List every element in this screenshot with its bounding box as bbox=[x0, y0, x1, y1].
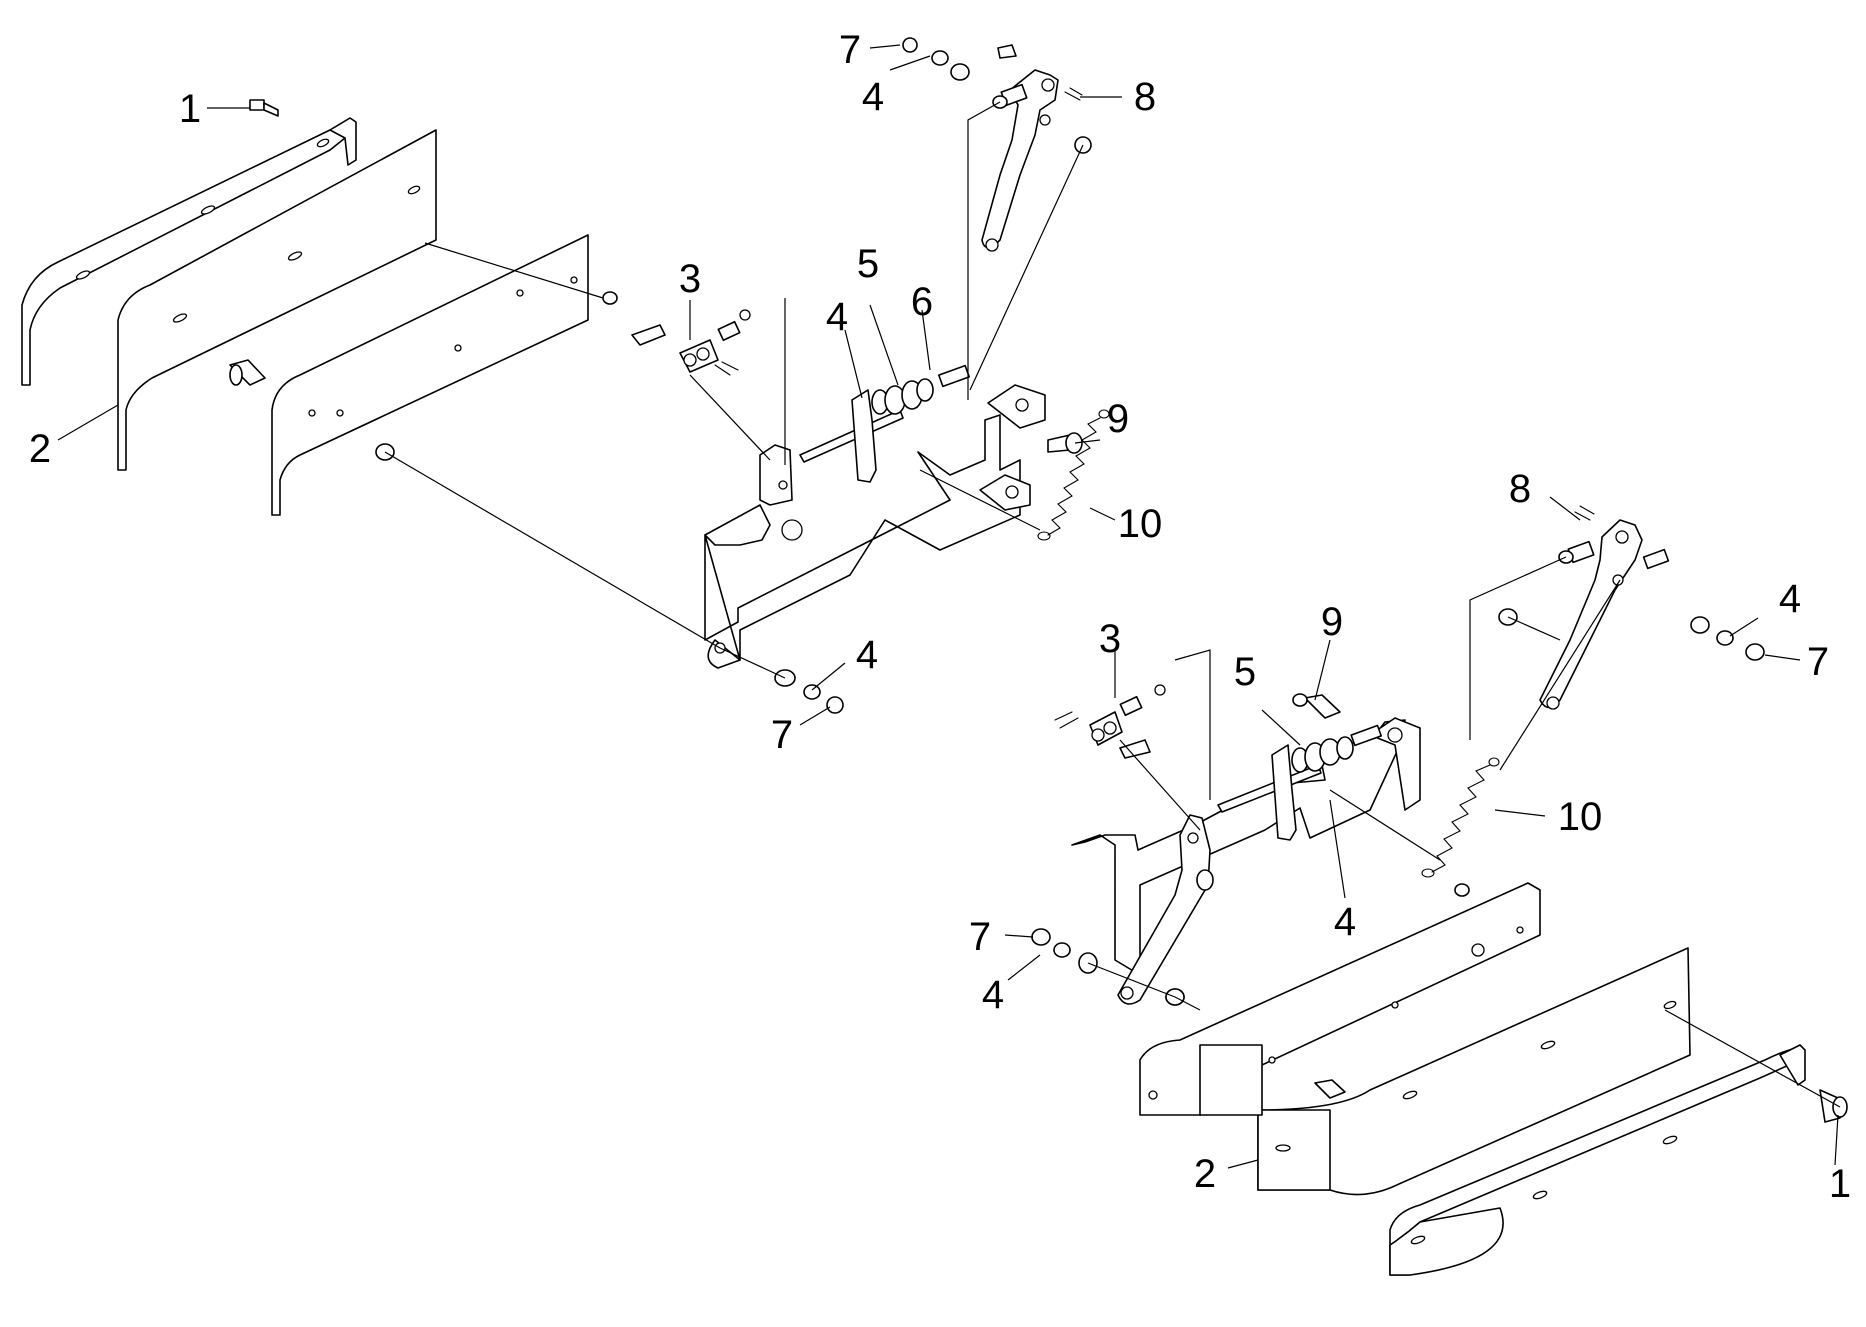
right-inner-plate bbox=[1139, 882, 1541, 1116]
callout-left-9: 9 bbox=[1107, 397, 1129, 441]
callout-left-4-top: 4 bbox=[862, 75, 884, 119]
callout-left-2: 2 bbox=[29, 427, 51, 471]
left-inner-plate bbox=[271, 234, 589, 516]
callout-left-1: 1 bbox=[179, 87, 201, 131]
right-guide-lines bbox=[1087, 556, 1841, 1108]
right-long-plate bbox=[1257, 947, 1691, 1196]
callout-labels: 1 2 3 4 5 6 7 4 8 9 10 4 7 8 4 7 3 9 5 1… bbox=[29, 28, 1851, 1206]
callout-left-10: 10 bbox=[1118, 502, 1163, 546]
callout-right-7-lower: 7 bbox=[969, 915, 991, 959]
left-long-plate bbox=[117, 129, 437, 471]
left-hardware bbox=[229, 37, 1017, 714]
left-upper-arm bbox=[981, 69, 1092, 252]
right-rod-assembly bbox=[1217, 724, 1383, 841]
right-outer-shield bbox=[1389, 1044, 1806, 1276]
left-clevis bbox=[631, 309, 751, 376]
left-outer-shield bbox=[21, 117, 357, 386]
callout-left-4-upper: 4 bbox=[826, 295, 848, 339]
callout-left-7-top: 7 bbox=[839, 28, 861, 72]
callout-right-2: 2 bbox=[1194, 1152, 1216, 1196]
left-main-bracket bbox=[704, 414, 1021, 669]
right-callout-leaders bbox=[1004, 496, 1839, 1169]
callout-right-3: 3 bbox=[1099, 617, 1121, 661]
callout-left-4-bottom: 4 bbox=[856, 633, 878, 677]
right-spring bbox=[1421, 757, 1500, 878]
callout-right-5: 5 bbox=[1234, 650, 1256, 694]
right-upper-arm bbox=[1539, 505, 1670, 710]
left-rod-assembly bbox=[799, 364, 971, 483]
callout-right-4-middle: 4 bbox=[1334, 900, 1356, 944]
left-callout-leaders bbox=[57, 44, 1122, 726]
callout-left-7-bottom: 7 bbox=[771, 713, 793, 757]
left-spring bbox=[1037, 409, 1110, 541]
left-guide-lines bbox=[384, 101, 1084, 679]
callout-right-10: 10 bbox=[1558, 795, 1603, 839]
callout-right-1: 1 bbox=[1829, 1162, 1851, 1206]
right-hardware bbox=[1031, 608, 1848, 1123]
callout-right-7-upper: 7 bbox=[1807, 640, 1829, 684]
left-pivot-bracket bbox=[979, 384, 1083, 511]
right-clevis bbox=[1054, 684, 1166, 759]
callout-left-3: 3 bbox=[679, 257, 701, 301]
callout-left-8: 8 bbox=[1134, 75, 1156, 119]
callout-right-4-upper: 4 bbox=[1779, 577, 1801, 621]
callout-left-5: 5 bbox=[857, 242, 879, 286]
right-assembly bbox=[1004, 496, 1848, 1276]
callout-right-8: 8 bbox=[1509, 467, 1531, 511]
callout-right-4-lower: 4 bbox=[982, 973, 1004, 1017]
callout-left-6: 6 bbox=[911, 280, 933, 324]
left-assembly bbox=[21, 37, 1122, 726]
callout-right-9: 9 bbox=[1321, 600, 1343, 644]
